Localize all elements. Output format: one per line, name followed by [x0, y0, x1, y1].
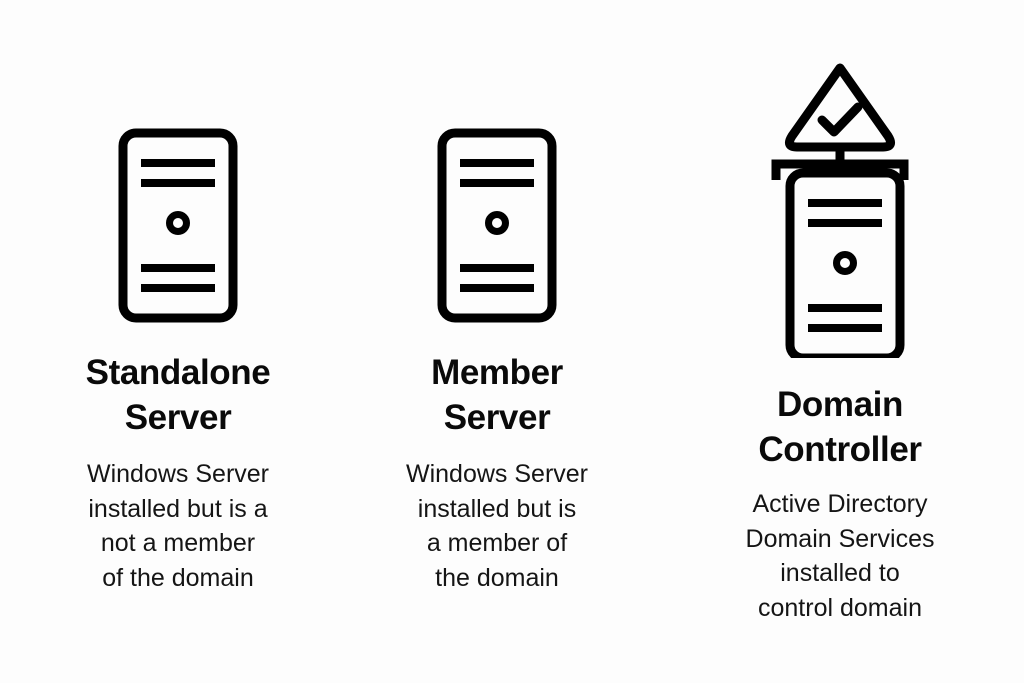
member-server-column: Member Server Windows Server installed b…: [363, 0, 631, 683]
server-vent-bar-top-1: [808, 199, 882, 207]
standalone-server-heading: Standalone Server: [85, 353, 271, 437]
server-tower-icon: [437, 128, 557, 323]
server-vent-bar-top-1: [141, 159, 215, 167]
server-vent-bar-bottom-2: [141, 284, 215, 292]
domain-controller-column: Domain Controller Active Directory Domai…: [690, 0, 990, 683]
server-vent-bar-bottom-1: [460, 264, 534, 272]
server-chassis-shape: [437, 128, 557, 323]
network-bracket-icon: [771, 159, 909, 180]
server-chassis-shape: [118, 128, 238, 323]
server-vent-bar-top-2: [460, 179, 534, 187]
server-vent-bar-top-2: [808, 219, 882, 227]
triangle-check-icon: [784, 63, 896, 152]
domain-controller-description: Active Directory Domain Services install…: [745, 490, 935, 622]
standalone-server-column: Standalone Server Windows Server install…: [28, 0, 328, 683]
server-vent-bar-top-2: [141, 179, 215, 187]
server-power-led-icon: [833, 251, 857, 275]
standalone-server-icon-area: [28, 128, 328, 323]
server-vent-bar-top-1: [460, 159, 534, 167]
connector-line: [835, 147, 845, 167]
server-power-led-icon: [485, 211, 509, 235]
server-vent-bar-bottom-1: [808, 304, 882, 312]
domain-controller-icon-area: [690, 58, 990, 358]
server-chassis-shape: [785, 168, 905, 358]
server-power-led-icon: [166, 211, 190, 235]
domain-controller-server-icon: [771, 63, 909, 358]
server-tower-icon: [785, 168, 905, 358]
server-vent-bar-bottom-1: [141, 264, 215, 272]
domain-controller-heading: Domain Controller: [758, 385, 922, 469]
standalone-server-description: Windows Server installed but is a not a …: [87, 460, 269, 592]
triangle-outline-shape: [784, 63, 896, 152]
member-server-icon-area: [363, 128, 631, 323]
server-vent-bar-bottom-2: [808, 324, 882, 332]
server-tower-icon: [118, 128, 238, 323]
member-server-description: Windows Server installed but is a member…: [406, 460, 588, 592]
server-vent-bar-bottom-2: [460, 284, 534, 292]
member-server-heading: Member Server: [431, 353, 563, 437]
check-mark-icon: [817, 102, 863, 137]
